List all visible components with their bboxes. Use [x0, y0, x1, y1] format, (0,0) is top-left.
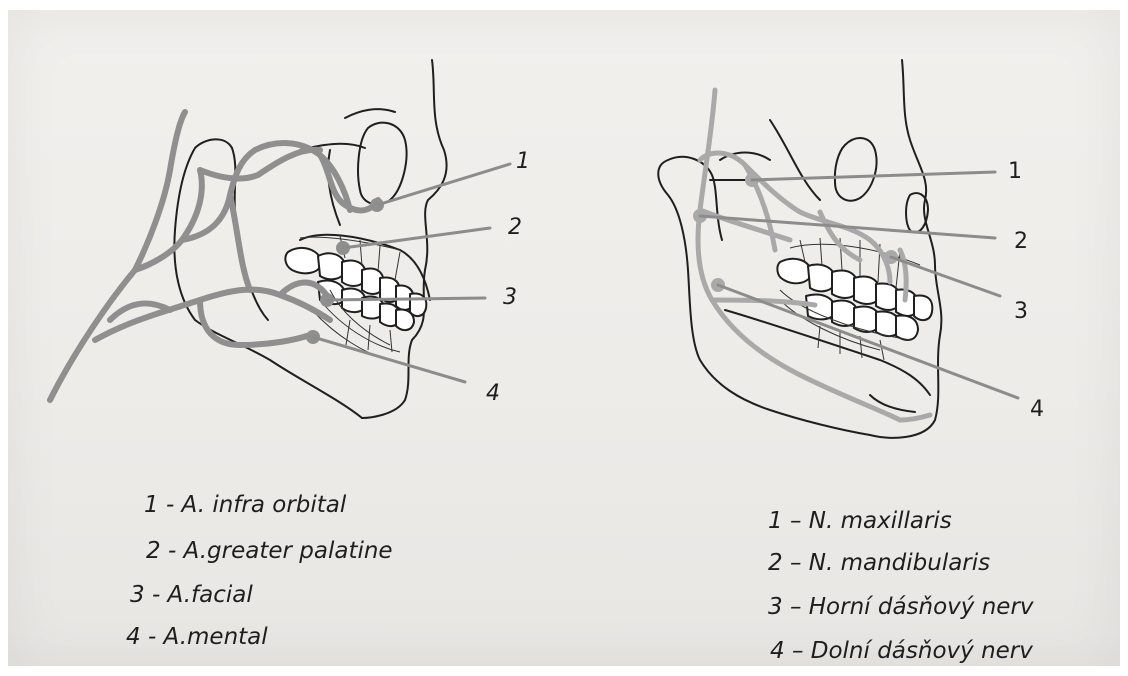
right-legend: 1 – N. maxillaris 2 – N. mandibularis 3 …	[568, 10, 1120, 666]
right-legend-item-1: 1 – N. maxillaris	[768, 510, 952, 533]
right-legend-item-4: 4 – Dolní dásňový nerv	[770, 640, 1033, 663]
left-legend-item-2: 2 - A.greater palatine	[146, 540, 393, 563]
left-legend-item-1: 1 - A. infra orbital	[144, 494, 346, 517]
left-legend: 1 - A. infra orbital 2 - A.greater palat…	[8, 10, 568, 666]
right-legend-item-3: 3 – Horní dásňový nerv	[768, 596, 1034, 619]
right-legend-item-2: 2 – N. mandibularis	[768, 552, 990, 575]
textbook-page: 1 2 3 4 1 2 3 4 1 - A. infra orbital 2 -…	[8, 10, 1120, 666]
left-legend-item-3: 3 - A.facial	[130, 584, 253, 607]
left-legend-item-4: 4 - A.mental	[126, 626, 268, 649]
